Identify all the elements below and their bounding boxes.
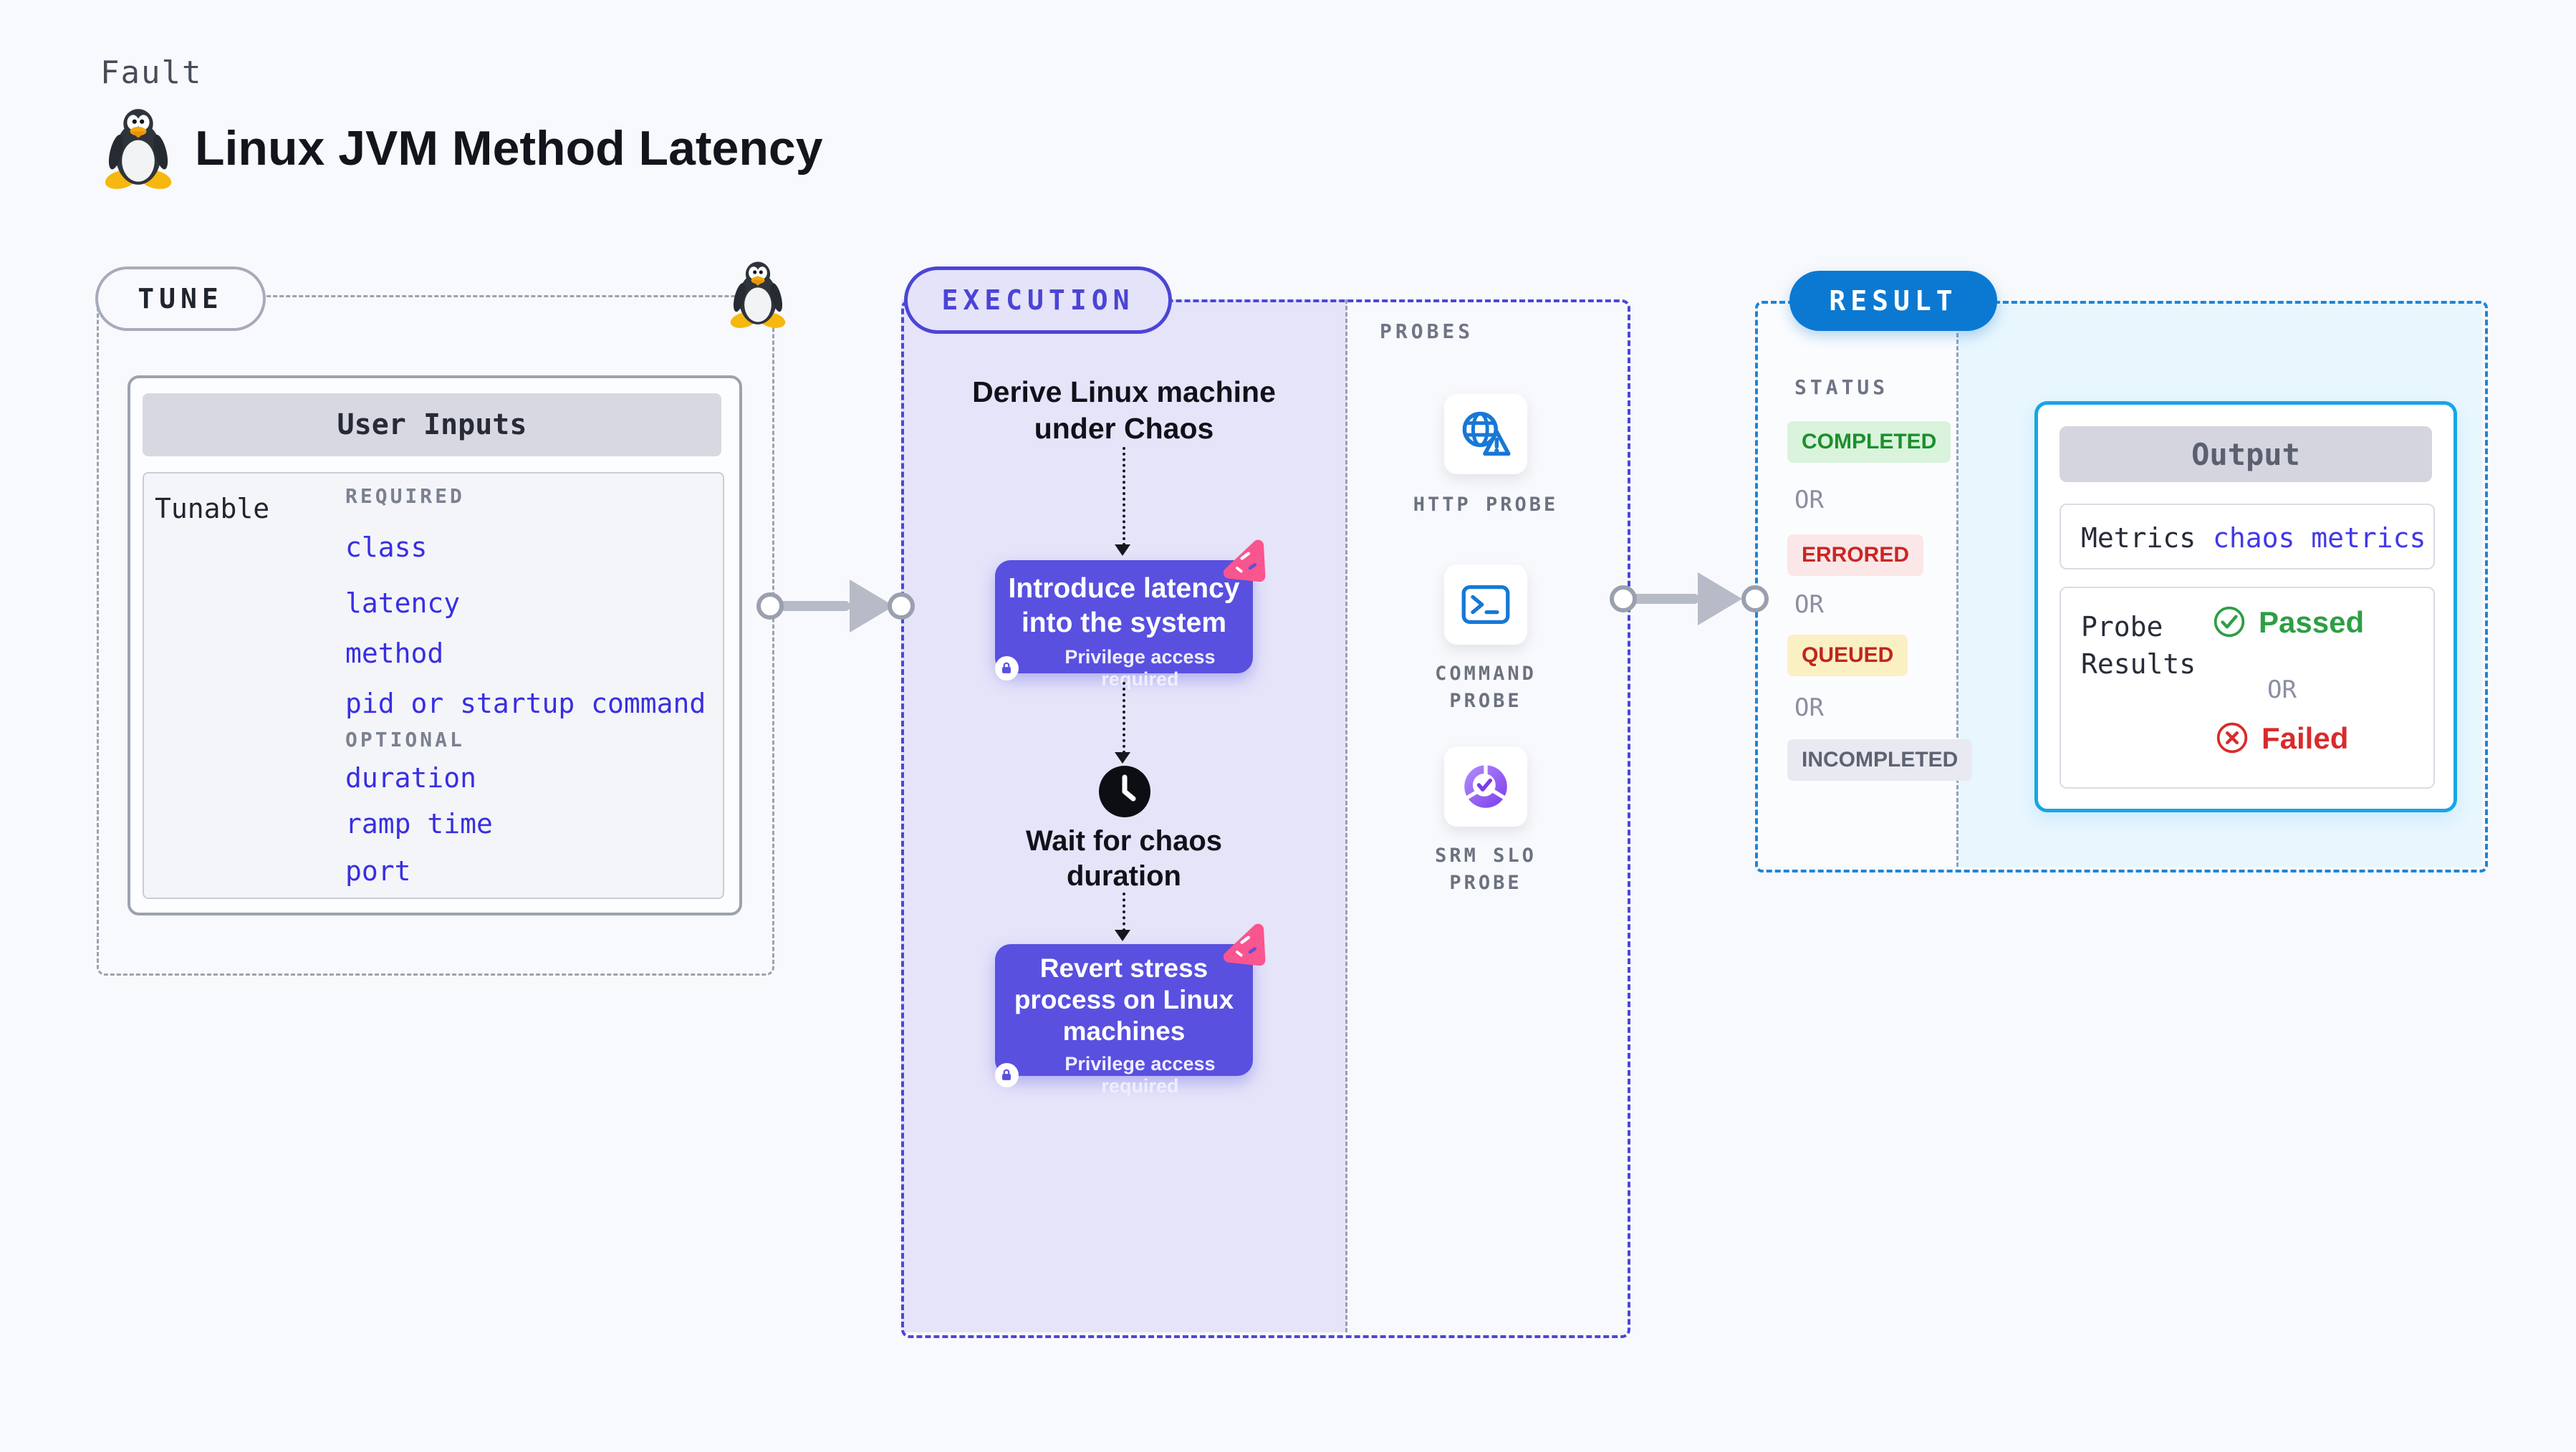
connector-line <box>1630 594 1699 604</box>
slo-donut-icon <box>1461 762 1510 811</box>
tunable-link-pid-or-startup-command[interactable]: pid or startup command <box>345 688 706 719</box>
tune-section-frame <box>97 295 774 976</box>
introduce-latency-text: Introduce latency into the system <box>1008 573 1240 638</box>
dotted-connector <box>1123 447 1125 546</box>
result-divider <box>1956 301 1959 867</box>
dotted-arrowhead-icon <box>1115 752 1130 764</box>
passed-label: Passed <box>2259 605 2365 639</box>
tunable-link-duration[interactable]: duration <box>345 762 477 794</box>
status-badge-queued: QUEUED <box>1787 635 1908 676</box>
status-badge-incompleted: INCOMPLETED <box>1787 739 1973 781</box>
status-title: STATUS <box>1794 375 1889 399</box>
revert-stress-step: Revert stress process on Linux machines … <box>995 944 1253 1097</box>
connector-line <box>777 601 850 611</box>
connector-start-node <box>756 592 784 620</box>
tux-penguin-icon <box>100 106 176 189</box>
execution-section-frame <box>901 299 1630 1338</box>
connector-end-node <box>1741 585 1769 612</box>
status-badge-errored: ERRORED <box>1787 534 1924 576</box>
failed-label: Failed <box>2262 721 2349 755</box>
connector-arrowhead-icon <box>850 580 894 633</box>
output-header: Output <box>2060 426 2432 482</box>
wait-step-text: Wait for chaos duration <box>1025 825 1223 892</box>
or-separator: OR <box>1794 693 1824 722</box>
passed-check-icon <box>2213 605 2246 638</box>
tux-penguin-small-icon <box>726 259 789 328</box>
fault-kicker: Fault <box>100 54 203 91</box>
tunable-link-latency[interactable]: latency <box>345 587 461 619</box>
srm-slo-probe-card <box>1444 746 1527 827</box>
tunable-link-class[interactable]: class <box>345 532 428 563</box>
probe-results-row: Probe Results Passed OR Failed <box>2060 587 2435 789</box>
lock-icon <box>995 656 1019 681</box>
dotted-arrowhead-icon <box>1115 544 1130 556</box>
metrics-label: Metrics <box>2081 522 2196 554</box>
chaos-fault-badge-icon <box>1218 536 1269 587</box>
user-inputs-header: User Inputs <box>143 393 721 456</box>
tunable-link-port[interactable]: port <box>345 855 411 887</box>
execution-pill: EXECUTION <box>904 266 1172 334</box>
optional-group-label: OPTIONAL <box>345 728 465 751</box>
user-inputs-body <box>143 472 724 899</box>
failed-x-icon <box>2216 721 2249 754</box>
output-card: Output Metrics chaos metrics Probe Resul… <box>2034 401 2457 812</box>
privilege-access-label: Privilege access required <box>1064 1053 1216 1097</box>
revert-stress-text: Revert stress process on Linux machines <box>1014 953 1234 1046</box>
probes-title: PROBES <box>1380 319 1474 343</box>
dotted-connector <box>1123 893 1125 931</box>
dotted-connector <box>1123 682 1125 754</box>
globe-warning-icon <box>1458 410 1513 458</box>
lock-icon <box>995 1063 1019 1087</box>
or-separator: OR <box>1794 590 1824 619</box>
tunable-link-ramp-time[interactable]: ramp time <box>345 808 493 840</box>
dotted-arrowhead-icon <box>1115 930 1130 941</box>
metrics-row: Metrics chaos metrics <box>2060 504 2435 569</box>
chaos-fault-badge-icon <box>1218 920 1269 971</box>
terminal-icon <box>1461 584 1511 625</box>
http-probe-card <box>1444 394 1527 474</box>
introduce-latency-step: Introduce latency into the system Privil… <box>995 560 1253 690</box>
page-title: Linux JVM Method Latency <box>195 121 823 176</box>
http-probe-label: HTTP PROBE <box>1413 494 1559 516</box>
result-pill: RESULT <box>1789 271 1997 331</box>
connector-arrowhead-icon <box>1698 572 1742 625</box>
connector-end-node <box>888 592 915 620</box>
tune-pill: TUNE <box>95 266 266 331</box>
or-separator: OR <box>1794 486 1824 514</box>
command-probe-card <box>1444 564 1527 645</box>
wait-clock-icon <box>1098 765 1151 818</box>
probe-results-label: Probe Results <box>2081 611 2196 680</box>
required-group-label: REQUIRED <box>345 484 465 508</box>
connector-start-node <box>1610 585 1637 612</box>
tunable-link-method[interactable]: method <box>345 638 444 669</box>
derive-step-text: Derive Linux machine under Chaos <box>972 375 1276 445</box>
tunable-label: Tunable <box>155 493 270 524</box>
probes-divider <box>1345 299 1347 1332</box>
or-separator: OR <box>2267 675 2297 704</box>
metrics-value-link[interactable]: chaos metrics <box>2213 522 2426 554</box>
status-badge-completed: COMPLETED <box>1787 421 1951 463</box>
privilege-access-label: Privilege access required <box>1064 646 1216 690</box>
